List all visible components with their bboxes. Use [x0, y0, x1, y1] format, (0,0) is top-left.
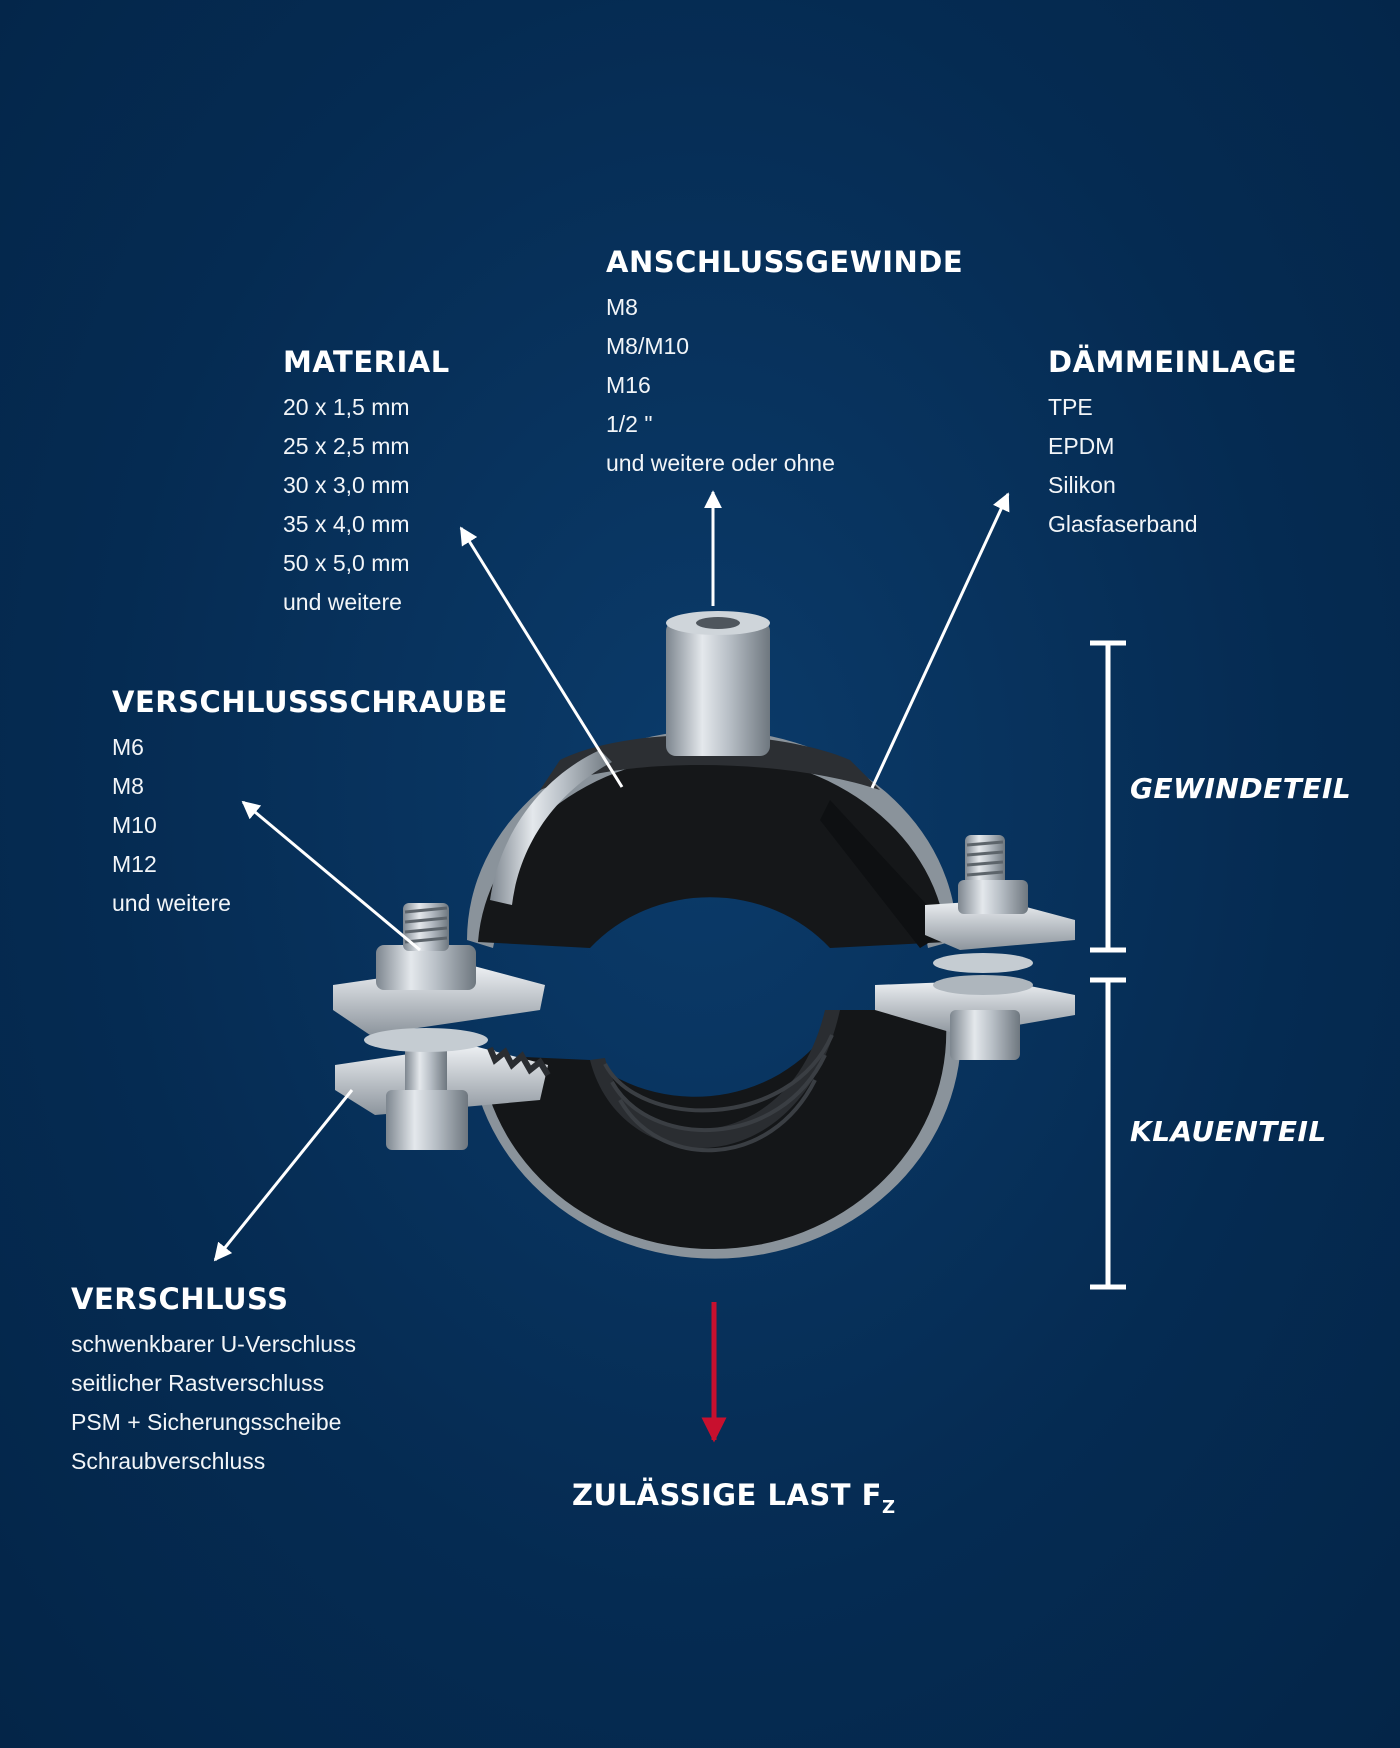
anschlussgewinde-block: ANSCHLUSSGEWINDE M8 M8/M10 M16 1/2 " und… — [606, 244, 963, 483]
daemmeinlage-title: DÄMMEINLAGE — [1048, 345, 1298, 379]
arrow-daemmeinlage — [870, 492, 1010, 789]
material-item: 20 x 1,5 mm — [283, 394, 410, 420]
verschluss-item: Schraubverschluss — [71, 1448, 266, 1474]
clamp-upper-half — [467, 730, 957, 948]
material-title: MATERIAL — [283, 345, 450, 379]
arrow-verschlussschraube — [241, 800, 421, 952]
right-closure — [875, 835, 1075, 1060]
arrow-verschluss — [213, 1089, 354, 1262]
anschlussgewinde-item: 1/2 " — [606, 411, 653, 437]
anschlussgewinde-item: M8/M10 — [606, 333, 690, 359]
material-block: MATERIAL 20 x 1,5 mm 25 x 2,5 mm 30 x 3,… — [283, 344, 450, 622]
anschlussgewinde-item: M16 — [606, 372, 651, 398]
threaded-socket — [666, 611, 770, 756]
load-label-subscript: Z — [881, 1497, 896, 1518]
anschlussgewinde-item: M8 — [606, 294, 638, 320]
material-item: 35 x 4,0 mm — [283, 511, 410, 537]
verschlussschraube-item: M6 — [112, 734, 144, 760]
anschlussgewinde-item: und weitere oder ohne — [606, 450, 835, 476]
daemmeinlage-item: TPE — [1048, 394, 1093, 420]
material-item: 25 x 2,5 mm — [283, 433, 410, 459]
verschluss-block: VERSCHLUSS schwenkbarer U-Verschluss sei… — [71, 1281, 356, 1481]
verschluss-item: schwenkbarer U-Verschluss — [71, 1331, 357, 1357]
pointer-arrows — [213, 490, 1010, 1262]
arrow-material — [459, 526, 624, 788]
daemmeinlage-block: DÄMMEINLAGE TPE EPDM Silikon Glasfaserba… — [1048, 344, 1297, 544]
daemmeinlage-item: Glasfaserband — [1048, 511, 1198, 537]
material-item: und weitere — [283, 589, 402, 615]
material-item: 50 x 5,0 mm — [283, 550, 410, 576]
verschlussschraube-title: VERSCHLUSSSCHRAUBE — [112, 685, 508, 719]
clamp-lower-half — [470, 1005, 962, 1259]
verschlussschraube-item: M10 — [112, 812, 157, 838]
daemmeinlage-item: Silikon — [1048, 472, 1116, 498]
verschlussschraube-item: und weitere — [112, 890, 231, 916]
bracket-klauenteil — [1090, 977, 1126, 1290]
material-item: 30 x 3,0 mm — [283, 472, 410, 498]
verschlussschraube-block: VERSCHLUSSSCHRAUBE M6 M8 M10 M12 und wei… — [112, 684, 508, 923]
verschlussschraube-item: M8 — [112, 773, 144, 799]
verschluss-item: seitlicher Rastverschluss — [71, 1370, 325, 1396]
load-label-text: ZULÄSSIGE LAST F — [572, 1478, 882, 1512]
left-closure — [333, 903, 551, 1150]
anschlussgewinde-title: ANSCHLUSSGEWINDE — [606, 245, 964, 279]
klauenteil-label: KLAUENTEIL — [1130, 1115, 1327, 1148]
verschluss-item: PSM + Sicherungsscheibe — [71, 1409, 342, 1435]
verschluss-title: VERSCHLUSS — [71, 1282, 289, 1316]
load-label: ZULÄSSIGE LAST FZ — [572, 1478, 896, 1518]
verschlussschraube-item: M12 — [112, 851, 157, 877]
daemmeinlage-item: EPDM — [1048, 433, 1115, 459]
gewindeteil-label: GEWINDETEIL — [1130, 772, 1352, 805]
bracket-gewindeteil — [1090, 640, 1126, 953]
